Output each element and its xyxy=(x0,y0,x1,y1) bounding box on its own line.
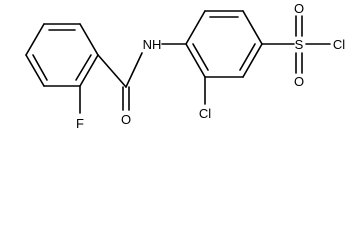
atom-label-ring-chlorine: Cl xyxy=(199,106,211,121)
aromatic-double-bond xyxy=(75,54,92,81)
atom-label-carbonyl-o: O xyxy=(121,112,131,127)
atom-label-nh: NH xyxy=(143,37,162,52)
bond xyxy=(242,43,263,78)
atom-label-sulfonyl-o-bottom: O xyxy=(294,74,304,89)
molecule-structure: NH O F Cl S O O Cl xyxy=(25,1,345,131)
bond xyxy=(79,54,99,87)
atom-label-sulfonyl-o-top: O xyxy=(294,1,304,16)
bond xyxy=(185,43,206,78)
aromatic-double-bond xyxy=(239,43,256,71)
aromatic-double-bond xyxy=(32,54,48,81)
chlorophenyl-ring xyxy=(185,10,263,78)
bond xyxy=(242,10,263,45)
carbonyl-nh-bond xyxy=(125,52,143,88)
bond xyxy=(185,10,206,45)
structure-canvas: NH O F Cl S O O Cl xyxy=(25,1,345,131)
aromatic-double-bond xyxy=(192,43,209,71)
atom-label-sulfur: S xyxy=(295,37,304,52)
bond xyxy=(25,23,45,56)
bond xyxy=(25,54,45,87)
fluorophenyl-ring xyxy=(25,23,99,87)
atom-label-fluorine: F xyxy=(76,116,84,131)
atom-label-sulfonyl-chlorine: Cl xyxy=(333,37,345,52)
ring-carbonyl-bond xyxy=(97,54,127,88)
bond xyxy=(79,23,99,56)
